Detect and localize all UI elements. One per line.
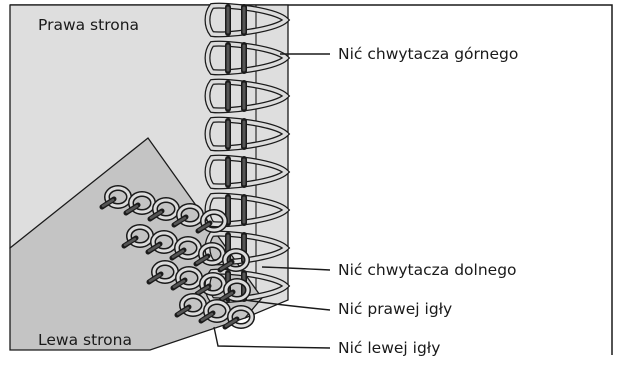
callout-lower-looper-label: Nić chwytacza dolnego	[338, 263, 517, 279]
callout-left-needle-label: Nić lewej igły	[338, 341, 440, 357]
leader-left-needle	[214, 327, 330, 348]
callout-upper-looper-label: Nić chwytacza górnego	[338, 47, 518, 63]
left-side-label: Lewa strona	[38, 333, 132, 349]
callout-right-needle-label: Nić prawej igły	[338, 302, 452, 318]
right-side-label: Prawa strona	[38, 18, 139, 34]
